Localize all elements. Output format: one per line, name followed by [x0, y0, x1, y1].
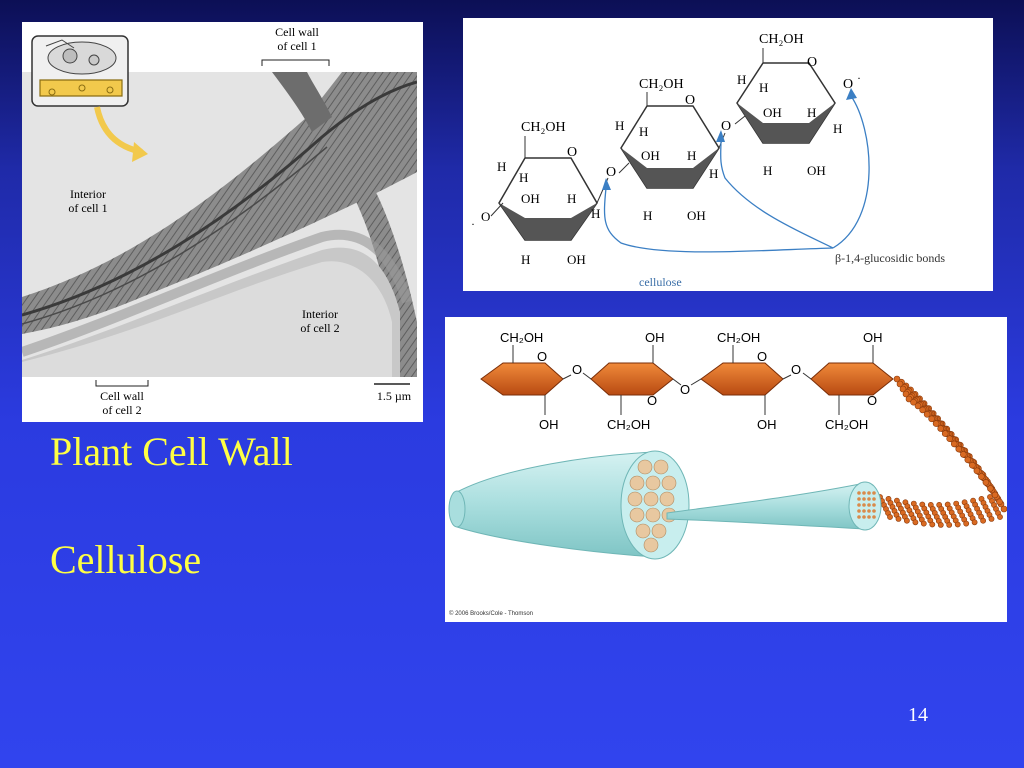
ring1-h-top1: H	[497, 159, 506, 174]
bracket-wall-2	[95, 380, 149, 387]
ring2-bottom-label: CH₂OH	[607, 417, 650, 432]
hexagon-ring-3	[700, 362, 784, 396]
ring1-h-low: H	[521, 252, 530, 267]
hexagon-ring-1	[480, 362, 564, 396]
chain-ellipsis-right: ·	[857, 71, 861, 85]
ring3-h-low: H	[763, 163, 772, 178]
ring2-o-label: O	[647, 393, 657, 408]
ring4-o-label: O	[867, 393, 877, 408]
hexagon-ring-4	[810, 362, 894, 396]
fibril-bundle-cross-section	[627, 459, 677, 553]
cellulose-fiber-panel: CH₂OH O OH OH O CH₂OH CH₂OH O OH OH O CH…	[445, 317, 1007, 622]
ring2-h-low: H	[643, 208, 652, 223]
cellulose-structure-panel: CH₂OH O H H OH H H OH H O · O CH₂OH O H …	[463, 18, 993, 291]
bridge-o-1: O	[572, 362, 582, 377]
bridge-o-2: O	[680, 382, 690, 397]
ring3-ch2oh: CH₂OH	[759, 32, 804, 47]
ring1-h-mid: H	[567, 191, 576, 206]
microfibril-end-dots	[857, 491, 876, 519]
cell-wall-band	[22, 72, 417, 334]
bracket-wall-1	[261, 59, 330, 66]
scale-bar-label: 1.5 µm	[377, 389, 412, 403]
ring1-h-right: H	[591, 206, 600, 221]
ring1-o-left: O	[481, 209, 490, 224]
ring1-o: O	[567, 145, 577, 160]
glucose-ring-1	[490, 136, 598, 241]
ring3-o-right: O	[843, 77, 853, 92]
ring3-bottom-label: OH	[757, 417, 777, 432]
cellulose-haworth-diagram: CH₂OH O H H OH H H OH H O · O CH₂OH O H …	[471, 32, 945, 289]
label-cell-wall-1-line1: Cell wall	[275, 25, 319, 39]
label-cell-wall-2-line2: of cell 2	[102, 403, 141, 417]
ring3-oh-low: OH	[807, 163, 826, 178]
slide-title-line1: Plant Cell Wall	[50, 429, 293, 474]
ring1-o-label: O	[537, 349, 547, 364]
ring2-h-top1: H	[615, 118, 624, 133]
cell-wall-upper	[272, 72, 332, 132]
chain-ellipsis-left: ·	[471, 217, 475, 231]
microfibril-cone	[666, 481, 882, 531]
ring4-bottom-label: CH₂OH	[825, 417, 868, 432]
bond-arrows	[603, 95, 870, 253]
ring1-top-label: CH₂OH	[500, 330, 543, 345]
ring2-h-mid: H	[687, 148, 696, 163]
label-cell-wall-2-line1: Cell wall	[100, 389, 144, 403]
ring3-h-top2: H	[759, 80, 768, 95]
ring4-top-label: OH	[863, 330, 883, 345]
ring3-o-label: O	[757, 349, 767, 364]
copyright-text: © 2006 Brooks/Cole - Thomson	[449, 610, 533, 617]
label-interior-2-line2: of cell 2	[300, 321, 339, 335]
glucose-ring-3	[736, 48, 836, 144]
plant-cell-inset	[31, 35, 129, 107]
ring3-o: O	[807, 55, 817, 70]
ring3-top-label: CH₂OH	[717, 330, 760, 345]
hexagon-ring-2	[590, 362, 674, 396]
ring1-bottom-label: OH	[539, 417, 559, 432]
ring1-oh: OH	[521, 191, 540, 206]
slide-title-line2: Cellulose	[50, 537, 202, 582]
ring2-top-label: OH	[645, 330, 665, 345]
label-interior-1-line2: of cell 1	[68, 201, 107, 215]
cell-wall-micrograph: Cell wall of cell 1 Interior of cell 1 I…	[22, 25, 417, 417]
bridge-o-3: O	[791, 362, 801, 377]
glycosidic-o-1: O	[606, 165, 616, 180]
page-number: 14	[908, 704, 928, 726]
label-interior-1-line1: Interior	[70, 187, 106, 201]
polymer-label: cellulose	[639, 275, 682, 289]
ring2-ch2oh: CH₂OH	[639, 77, 684, 92]
ring1-h-top2: H	[519, 170, 528, 185]
ring3-oh: OH	[763, 105, 782, 120]
ring2-h-top2: H	[639, 124, 648, 139]
label-cell-wall-1-line2: of cell 1	[277, 39, 316, 53]
micrograph-panel: Cell wall of cell 1 Interior of cell 1 I…	[22, 22, 423, 422]
glycosidic-o-2: O	[721, 119, 731, 134]
cellulose-fiber-diagram: CH₂OH O OH OH O CH₂OH CH₂OH O OH OH O CH…	[448, 330, 1007, 617]
label-interior-2-line1: Interior	[302, 307, 338, 321]
ring1-oh-low: OH	[567, 252, 586, 267]
ring2-h-right: H	[709, 166, 718, 181]
bond-label: β-1,4-glucosidic bonds	[835, 251, 945, 265]
ring2-oh: OH	[641, 148, 660, 163]
ring3-h-right: H	[833, 121, 842, 136]
ring3-h-top1: H	[737, 72, 746, 87]
ring2-oh-low: OH	[687, 208, 706, 223]
middle-lamella	[22, 80, 417, 317]
ring1-ch2oh: CH₂OH	[521, 120, 566, 135]
ring3-h-mid: H	[807, 105, 816, 120]
ring2-o: O	[685, 93, 695, 108]
microfibril-chains	[877, 375, 1007, 528]
glucose-ring-2	[620, 92, 720, 189]
